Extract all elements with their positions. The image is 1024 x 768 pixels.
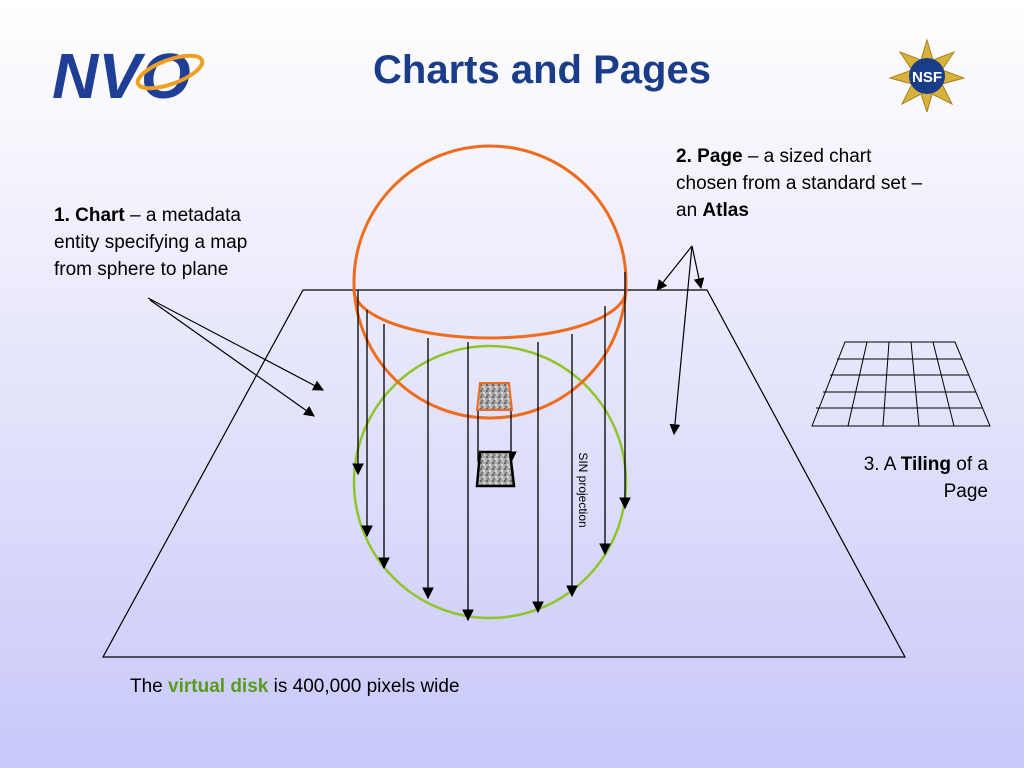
plane-patch [475, 450, 516, 488]
tiling-label: 3. A Tiling of a Page [863, 454, 988, 502]
virtual-disk-label: The virtual disk is 400,000 pixels wide [130, 676, 460, 697]
sphere-patch [475, 382, 514, 411]
sphere [352, 144, 628, 420]
svg-text:NVO: NVO [52, 40, 191, 108]
projection-lines [352, 272, 631, 622]
virtual-disk-plane [101, 289, 907, 658]
nsf-logo: NSF [888, 38, 966, 112]
chart-label: 1. Chart – a metadata entity specifying … [54, 205, 248, 280]
nvo-logo: NVO [52, 40, 205, 108]
page-label: 2. Page – a sized chart chosen from a st… [676, 146, 923, 221]
page-title: Charts and Pages [373, 48, 711, 92]
sin-projection-label: SIN projection [576, 452, 590, 528]
sphere-equator [352, 289, 628, 340]
svg-text:NSF: NSF [912, 69, 942, 86]
tiling-grid [811, 341, 991, 427]
projected-disk [352, 344, 628, 620]
